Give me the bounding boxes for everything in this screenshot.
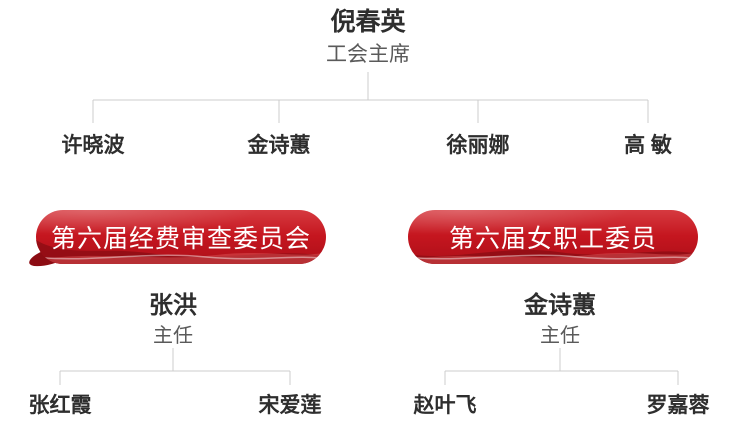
committee-1-head-title: 主任 [153,324,193,347]
connector-committee-2-tree [444,348,679,385]
ribbon-wave-decoration [408,249,698,264]
ribbon-wave-decoration [36,240,326,264]
committee-2-banner[interactable]: 第六届女职工委员 [408,210,698,264]
committee-2-member-2: 罗嘉蓉 [646,394,710,417]
committee-1-head-name: 张洪 [149,292,197,319]
chairman-title: 工会主席 [326,42,410,66]
ribbon-pill [408,210,698,264]
committee-1-head: 张洪 主任 [149,292,197,348]
connector-committee-1-tree [59,348,291,385]
committee-2-head-name: 金诗蕙 [524,292,596,319]
committee-2-member-1: 赵叶飞 [413,394,477,417]
chairman-name: 倪春英 [330,8,406,36]
committee-1-member-1: 张红霞 [28,394,92,417]
org-node-member-4: 高 敏 [624,134,672,157]
committee-1-banner[interactable]: 第六届经费审查委员会 [26,210,326,270]
committee-2-head-title: 主任 [540,324,580,347]
committee-1-member-2: 宋爱莲 [258,394,322,417]
org-node-member-3: 徐丽娜 [446,134,510,157]
org-node-member-2: 金诗蕙 [247,134,311,157]
org-node-chairman: 倪春英 工会主席 [326,8,410,67]
committee-2-banner-label: 第六届女职工委员 [448,225,657,253]
committee-2-head: 金诗蕙 主任 [524,292,596,348]
committee-1-banner-label: 第六届经费审查委员会 [50,225,311,253]
ribbon-pill [36,210,326,264]
connector-root-tree [92,72,649,123]
org-node-member-1: 许晓波 [61,134,125,157]
